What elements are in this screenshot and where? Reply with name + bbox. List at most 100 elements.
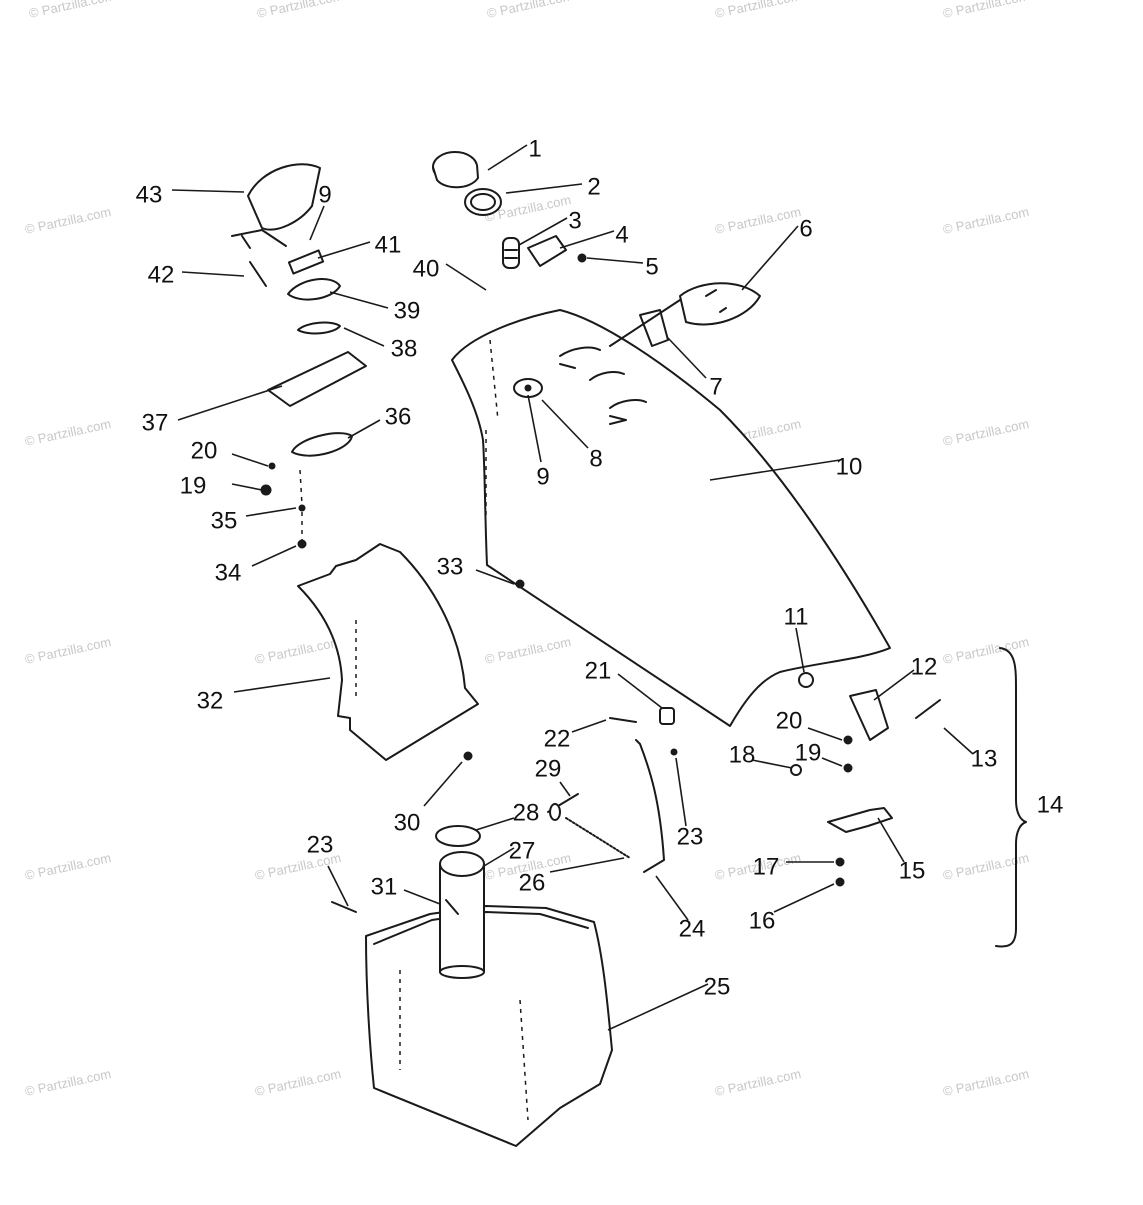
callout-22: 22 <box>544 725 571 752</box>
leader-line-29 <box>559 781 571 797</box>
callout-24: 24 <box>679 915 706 942</box>
part-19-bolt <box>260 484 272 496</box>
watermark-text: © Partzilla.com <box>254 634 343 667</box>
callout-39: 39 <box>394 297 421 324</box>
part-35-washer <box>298 504 306 512</box>
leader-line-15 <box>877 817 905 863</box>
watermark-text: © Partzilla.com <box>24 850 113 883</box>
callout-16: 16 <box>749 907 776 934</box>
part-28-cap <box>435 825 481 847</box>
leader-line-38 <box>343 327 385 347</box>
leader-line-24 <box>655 875 689 921</box>
leader-line-21 <box>617 673 663 709</box>
part-43-cover <box>231 163 321 249</box>
leader-line-32 <box>233 677 331 693</box>
callout-2: 2 <box>587 173 600 200</box>
callout-23: 23 <box>677 823 704 850</box>
watermark-text: © Partzilla.com <box>254 1066 343 1099</box>
leader-line-37 <box>177 385 283 421</box>
callout-29: 29 <box>535 755 562 782</box>
leader-line-19 <box>821 757 843 767</box>
part-19b-bolt <box>843 763 853 773</box>
watermark-text: © Partzilla.com <box>714 0 803 21</box>
part-7-gasket <box>639 309 669 347</box>
callout-7: 7 <box>709 373 722 400</box>
callout-27: 27 <box>509 837 536 864</box>
part-23-clip <box>670 748 678 756</box>
watermark-text: © Partzilla.com <box>24 1066 113 1099</box>
watermark-text: © Partzilla.com <box>942 634 1031 667</box>
callout-6: 6 <box>799 215 812 242</box>
part-11-nut <box>798 672 814 688</box>
part-13-pin <box>915 699 941 719</box>
callout-20: 20 <box>191 437 218 464</box>
leader-line-23 <box>327 865 349 907</box>
part-41-plate <box>287 249 325 275</box>
part-24-rod <box>635 739 665 873</box>
callout-9: 9 <box>318 181 331 208</box>
part-30-screw <box>463 751 473 761</box>
leader-line-41 <box>317 241 371 259</box>
watermark-text: © Partzilla.com <box>942 416 1031 449</box>
leader-line-6 <box>741 225 799 291</box>
leader-line-20 <box>231 453 269 467</box>
callout-37: 37 <box>142 409 169 436</box>
watermark-text: © Partzilla.com <box>714 1066 803 1099</box>
leader-line-31 <box>403 889 441 905</box>
part-21-fitting <box>659 707 675 725</box>
callout-3: 3 <box>568 207 581 234</box>
callout-9: 9 <box>536 463 549 490</box>
part-1-cap <box>432 151 479 189</box>
leader-line-25 <box>607 983 709 1031</box>
watermark-text: © Partzilla.com <box>714 204 803 237</box>
leader-line-9 <box>309 205 325 241</box>
leader-line-33 <box>475 569 515 585</box>
part-26-cable <box>565 817 631 859</box>
watermark-text: © Partzilla.com <box>484 634 573 667</box>
leader-line-36 <box>347 419 381 439</box>
watermark-text: © Partzilla.com <box>942 0 1031 21</box>
callout-5: 5 <box>645 253 658 280</box>
callout-28: 28 <box>513 799 540 826</box>
watermark-text: © Partzilla.com <box>24 634 113 667</box>
part-16-nut <box>835 877 845 887</box>
leader-line-40 <box>445 263 487 291</box>
part-37-plate <box>267 351 367 407</box>
leader-line-43 <box>171 189 245 193</box>
watermark-text: © Partzilla.com <box>24 204 113 237</box>
leader-line-10 <box>709 459 841 481</box>
part-2-ring <box>464 188 502 216</box>
leader-line-34 <box>251 545 297 567</box>
callout-4: 4 <box>615 221 628 248</box>
watermark-text: © Partzilla.com <box>486 0 575 21</box>
callout-18: 18 <box>729 741 756 768</box>
callout-11: 11 <box>784 603 809 630</box>
callout-30: 30 <box>394 809 421 836</box>
part-36-housing <box>291 432 353 457</box>
leader-line-27 <box>483 847 515 867</box>
callout-32: 32 <box>197 687 224 714</box>
part-15-latch <box>827 807 893 833</box>
part-18-bolt <box>790 764 802 776</box>
leader-line-5 <box>586 257 644 264</box>
callout-26: 26 <box>519 869 546 896</box>
leader-line-8 <box>541 399 589 449</box>
watermark-text: © Partzilla.com <box>24 416 113 449</box>
part-27-filler-neck <box>439 851 485 979</box>
part-9-grommet <box>513 378 543 398</box>
callout-20: 20 <box>776 707 803 734</box>
bracket-group-14 <box>995 647 1027 948</box>
part-12-bracket <box>849 689 889 741</box>
part-38-clip <box>297 321 341 335</box>
leader-line-12 <box>873 669 915 701</box>
part-5-screw <box>577 253 587 263</box>
leader-line-19 <box>231 483 263 491</box>
callout-1: 1 <box>528 135 541 162</box>
part-42-spring <box>249 261 267 287</box>
part-34-bolt <box>297 539 307 549</box>
leader-line-26 <box>549 857 625 873</box>
watermark-text: © Partzilla.com <box>256 0 345 21</box>
callout-41: 41 <box>375 231 402 258</box>
